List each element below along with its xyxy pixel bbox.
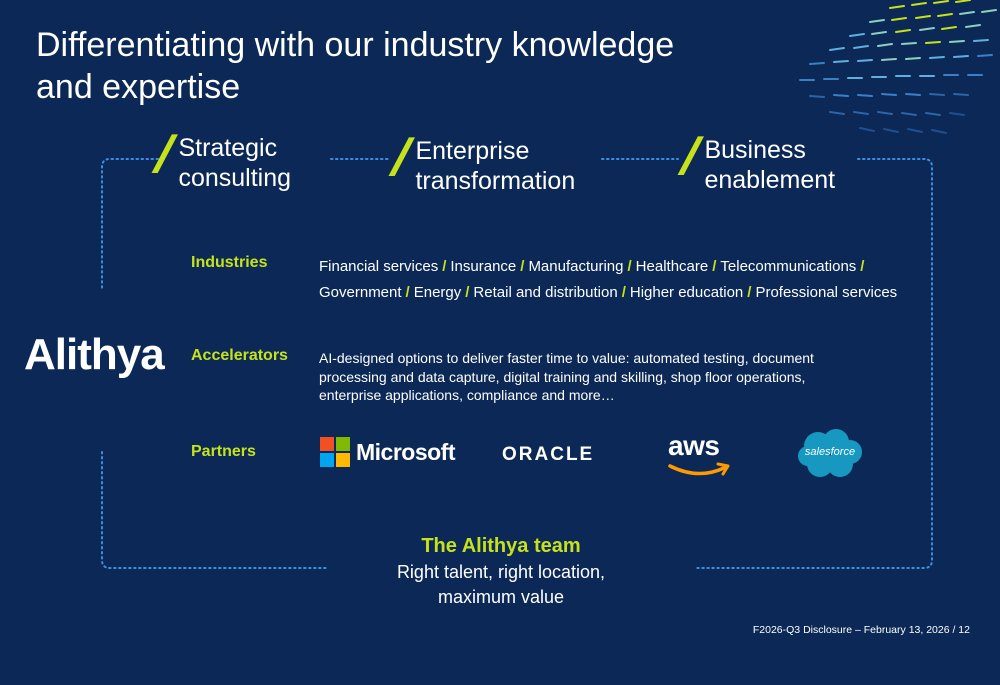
slash-separator: / <box>747 284 752 301</box>
slash-separator: / <box>627 258 632 275</box>
pillar-line-1: Enterprise <box>415 137 530 165</box>
industry-item: Energy <box>413 284 462 301</box>
industries-line-2: Government/Energy/Retail and distributio… <box>319 280 939 306</box>
aws-wordmark: aws <box>668 430 720 461</box>
microsoft-windows-icon <box>320 437 350 467</box>
industry-item: Insurance <box>450 258 517 275</box>
team-line-2: maximum value <box>437 587 565 607</box>
pillar-line-1: Strategic <box>178 134 278 162</box>
pillar-business-enablement: / Business enablement <box>677 128 836 195</box>
aws-smile-arrow-icon <box>668 462 730 476</box>
aws-logo: aws <box>668 430 738 480</box>
pillar-line-2: enablement <box>704 166 836 194</box>
salesforce-cloud-icon <box>798 429 862 477</box>
page-title-line-2: and expertise <box>36 68 241 106</box>
salesforce-logo: salesforce <box>798 428 862 480</box>
slash-separator: / <box>151 126 175 184</box>
industry-item: Higher education <box>629 284 744 301</box>
page-title: Differentiating with our industry knowle… <box>36 24 736 108</box>
industries-list: Financial services/Insurance/Manufacturi… <box>319 254 939 306</box>
oracle-logo: ORACLE <box>502 444 594 466</box>
team-statement: The Alithya team Right talent, right loc… <box>330 532 672 610</box>
industry-item: Manufacturing <box>528 258 624 275</box>
team-line-1: Right talent, right location, <box>396 562 606 582</box>
page-title-line-1: Differentiating with our industry knowle… <box>36 26 675 64</box>
industry-item: Healthcare <box>635 258 709 275</box>
accelerators-description: AI-designed options to deliver faster ti… <box>319 350 814 403</box>
accelerators-label: Accelerators <box>191 347 288 364</box>
team-title: The Alithya team <box>421 535 581 557</box>
industry-item: Telecommunications <box>720 258 857 275</box>
slash-separator: / <box>442 258 447 275</box>
pillar-strategic-consulting: / Strategic consulting <box>151 126 292 193</box>
slash-separator: / <box>465 284 470 301</box>
slash-separator: / <box>520 258 525 275</box>
industry-item: Government <box>319 284 402 301</box>
decorative-dash-pattern <box>799 0 997 134</box>
pillar-enterprise-transformation: / Enterprise transformation <box>388 129 576 196</box>
slash-separator: / <box>388 129 412 187</box>
pillar-line-1: Business <box>704 136 806 164</box>
industry-item: Financial services <box>319 258 439 275</box>
partners-label: Partners <box>191 443 256 460</box>
pillar-line-2: consulting <box>178 164 292 192</box>
industries-line-1: Financial services/Insurance/Manufacturi… <box>319 254 939 280</box>
microsoft-wordmark: Microsoft <box>356 438 456 465</box>
slash-separator: / <box>621 284 626 301</box>
slash-separator: / <box>860 258 865 275</box>
slash-separator: / <box>405 284 410 301</box>
salesforce-wordmark: salesforce <box>804 446 856 458</box>
alithya-logo: Alithya <box>24 330 165 379</box>
industry-item: Professional services <box>755 284 898 301</box>
slash-separator: / <box>712 258 717 275</box>
slash-separator: / <box>677 128 701 186</box>
footer-disclosure: F2026-Q3 Disclosure – February 13, 2026 … <box>752 624 970 636</box>
microsoft-logo: Microsoft <box>320 437 456 467</box>
pillar-line-2: transformation <box>415 167 576 195</box>
industries-label: Industries <box>191 254 268 271</box>
industry-item: Retail and distribution <box>473 284 618 301</box>
oracle-wordmark: ORACLE <box>502 444 595 465</box>
